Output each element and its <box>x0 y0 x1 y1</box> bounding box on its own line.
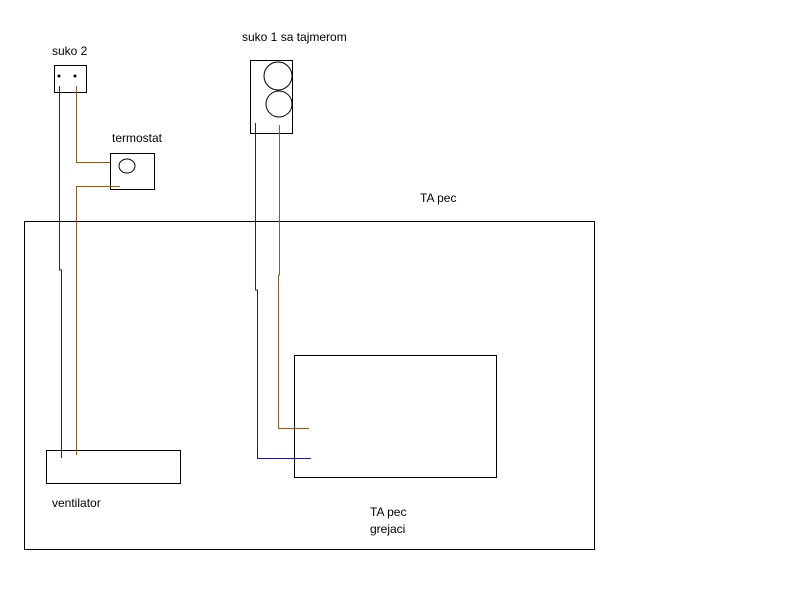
suko1-timer-socket <box>250 60 293 134</box>
live-wire-termostat-to-ventilator <box>76 186 120 455</box>
socket-pin <box>73 74 77 78</box>
suko1-label: suko 1 sa tajmerom <box>242 30 347 44</box>
socket-outlet <box>265 90 293 118</box>
grejaci-label: grejaci <box>370 522 406 536</box>
suko2-socket <box>54 65 87 93</box>
ta-pec-label: TA pec <box>420 191 457 205</box>
heater-ta-pec-label: TA pec <box>370 505 407 519</box>
socket-outlet <box>263 61 293 91</box>
ta-pec-housing <box>24 221 595 550</box>
ventilator-label: ventilator <box>52 496 101 510</box>
termostat-dial <box>118 158 136 174</box>
heater-box <box>294 355 497 478</box>
live-wire-heater <box>278 125 309 429</box>
neutral-wire-ventilator <box>59 86 62 458</box>
live-wire-to-termostat <box>76 86 110 163</box>
suko2-label: suko 2 <box>52 44 88 58</box>
ventilator-box <box>46 450 181 484</box>
socket-pin <box>57 74 61 78</box>
termostat-label: termostat <box>112 131 163 145</box>
neutral-wire-heater <box>255 123 311 459</box>
termostat-box <box>110 153 155 190</box>
